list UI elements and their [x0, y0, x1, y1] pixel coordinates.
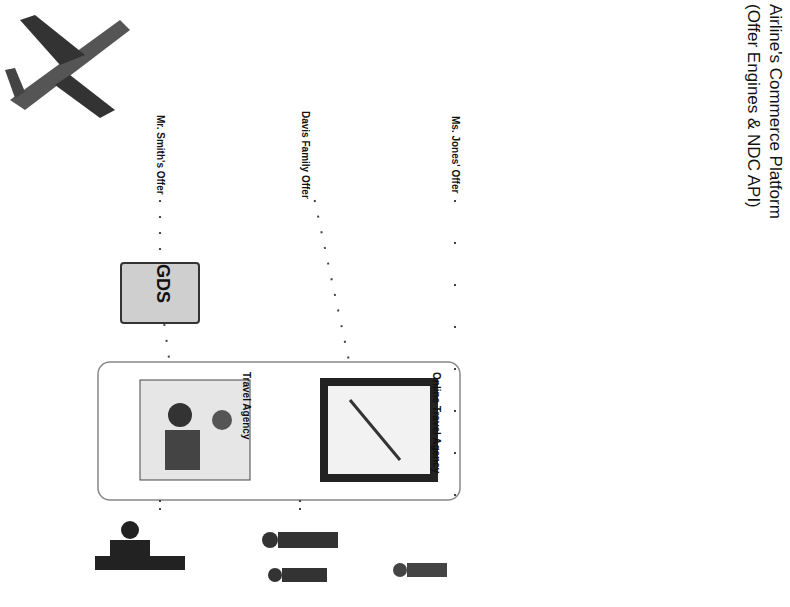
node-text: GDS	[152, 264, 173, 303]
person-body	[95, 556, 185, 570]
person-head	[268, 568, 282, 582]
person-head	[262, 532, 278, 548]
agency-box: Travel Agency	[104, 368, 254, 494]
offer-label: Ms. Jones' Offer	[435, 110, 475, 200]
agency-group-outline	[98, 362, 460, 500]
leader-line	[454, 200, 456, 520]
node-text: Travel Agency	[241, 372, 252, 439]
online-agency-screen	[328, 386, 430, 474]
airplane-tail	[5, 68, 25, 98]
online-agency-screen	[320, 378, 438, 482]
offer-label: Mr. Smith's Offer	[140, 110, 180, 200]
photo-figure	[168, 403, 192, 427]
person-body	[282, 568, 327, 582]
dotted-connector	[164, 324, 170, 368]
gds-box: GDS	[120, 262, 200, 324]
family-figure	[262, 532, 338, 582]
person-head	[393, 563, 407, 577]
airplane-wing	[20, 15, 85, 65]
agency-box: Online Travel Agency	[284, 368, 444, 494]
diagram-title: Airline's Commerce Platform (Offer Engin…	[700, 4, 786, 244]
screen-figure	[350, 400, 400, 460]
photo-figure	[212, 410, 232, 430]
leader-line	[159, 500, 161, 515]
offer-label: Davis Family Offer	[285, 110, 325, 200]
dotted-connector	[315, 200, 351, 368]
leader-line	[299, 500, 301, 515]
traveler-figure	[95, 521, 185, 570]
airplane-wing	[55, 75, 115, 118]
person-body	[278, 532, 338, 548]
person-head	[121, 521, 139, 539]
node-text: Ms. Jones' Offer	[450, 116, 461, 193]
airplane-illustration	[5, 15, 130, 118]
airplane-fuselage	[10, 20, 130, 110]
person-body	[110, 540, 150, 556]
travel-agency-photo	[140, 380, 250, 480]
node-text: Davis Family Offer	[300, 111, 311, 199]
node-text: Mr. Smith's Offer	[155, 115, 166, 195]
traveler-figure	[393, 563, 447, 577]
dotted-connector	[159, 200, 161, 262]
node-text: Online Travel Agency	[431, 372, 442, 473]
person-body	[407, 563, 447, 577]
photo-figure	[165, 430, 200, 470]
